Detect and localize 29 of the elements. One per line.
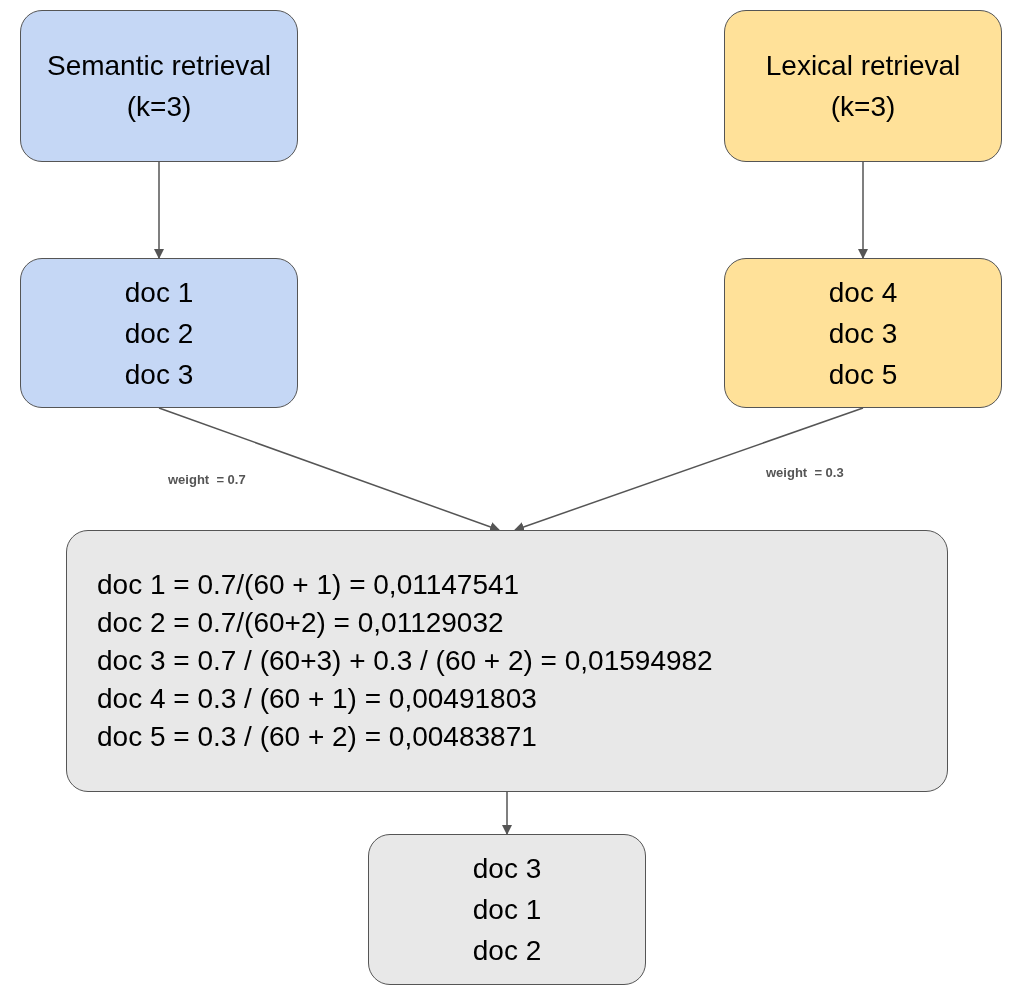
process-box xyxy=(368,834,646,985)
formula-text: doc 5 = 0.3 / (60 + 2) = 0,00483871 xyxy=(97,720,537,754)
box-text: doc 2 xyxy=(472,934,542,968)
process-box xyxy=(724,10,1002,162)
formula-text: doc 1 = 0.7/(60 + 1) = 0,01147541 xyxy=(97,568,520,602)
arrow xyxy=(858,161,868,259)
edge-label: weight = 0.7 xyxy=(168,472,246,487)
formula-text: doc 4 = 0.3 / (60 + 1) = 0,00491803 xyxy=(97,682,537,716)
box-text: Lexical retrieval (k=3) xyxy=(764,49,962,124)
process-box xyxy=(20,10,298,162)
process-box xyxy=(20,258,298,408)
arrow xyxy=(502,791,512,835)
box-text: doc 1 xyxy=(124,275,194,310)
arrow xyxy=(514,407,864,532)
edge-label: weight = 0.3 xyxy=(766,465,844,480)
arrow xyxy=(154,161,164,259)
box-text: doc 5 xyxy=(828,357,898,392)
box-text: doc 4 xyxy=(828,275,898,310)
box-text: doc 3 xyxy=(472,852,542,886)
process-box xyxy=(724,258,1002,408)
process-box xyxy=(66,530,948,792)
arrow xyxy=(158,407,500,532)
box-text: doc 3 xyxy=(828,316,898,351)
box-text: doc 3 xyxy=(124,357,194,392)
formula-text: doc 3 = 0.7 / (60+3) + 0.3 / (60 + 2) = 0,01594982 xyxy=(97,644,713,678)
box-text: Semantic retrieval (k=3) xyxy=(45,49,273,124)
box-text: doc 1 xyxy=(472,893,542,927)
formula-text: doc 2 = 0.7/(60+2) = 0,01129032 xyxy=(97,606,504,640)
box-text: doc 2 xyxy=(124,316,194,351)
